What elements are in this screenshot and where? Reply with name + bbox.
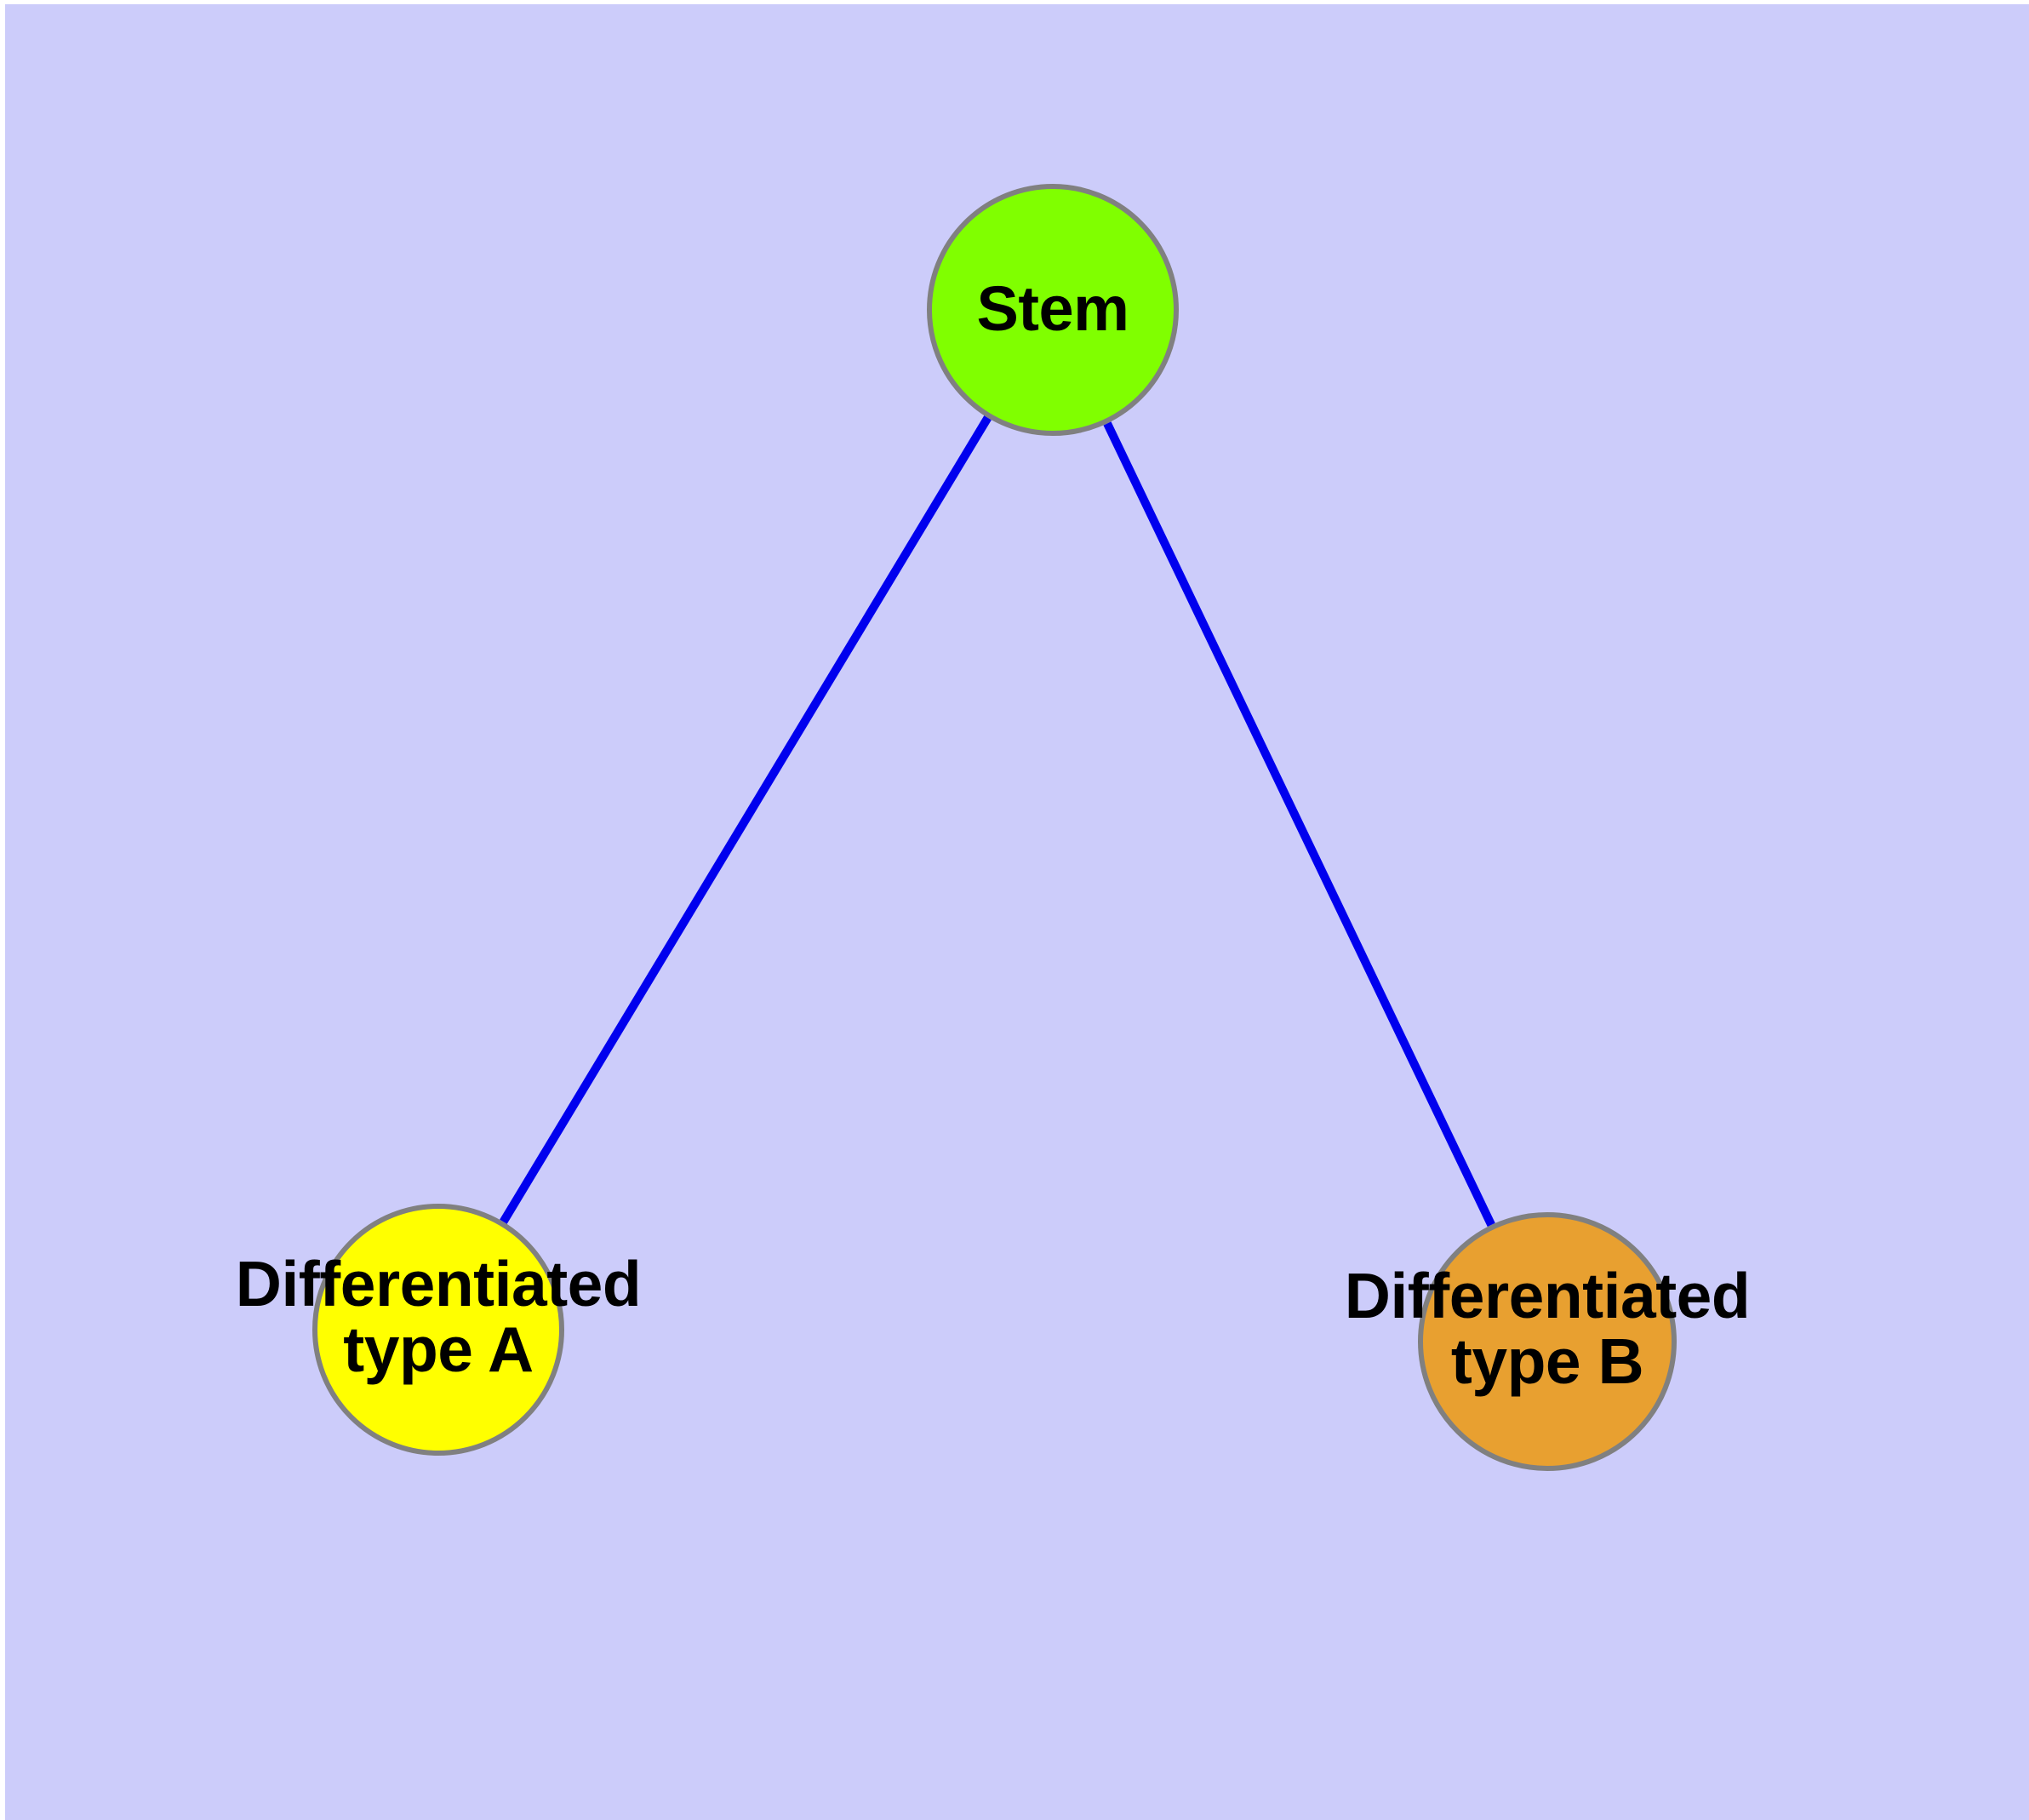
node-layer [312, 184, 1677, 1471]
node-stem[interactable] [927, 184, 1179, 436]
edge-stem-to-differentiated-a[interactable] [500, 415, 992, 1224]
node-differentiated-type-b[interactable] [1418, 1212, 1677, 1471]
edge-stem-to-differentiated-b[interactable] [1103, 421, 1495, 1228]
edge-layer [500, 415, 1495, 1228]
node-differentiated-type-a[interactable] [312, 1204, 564, 1456]
